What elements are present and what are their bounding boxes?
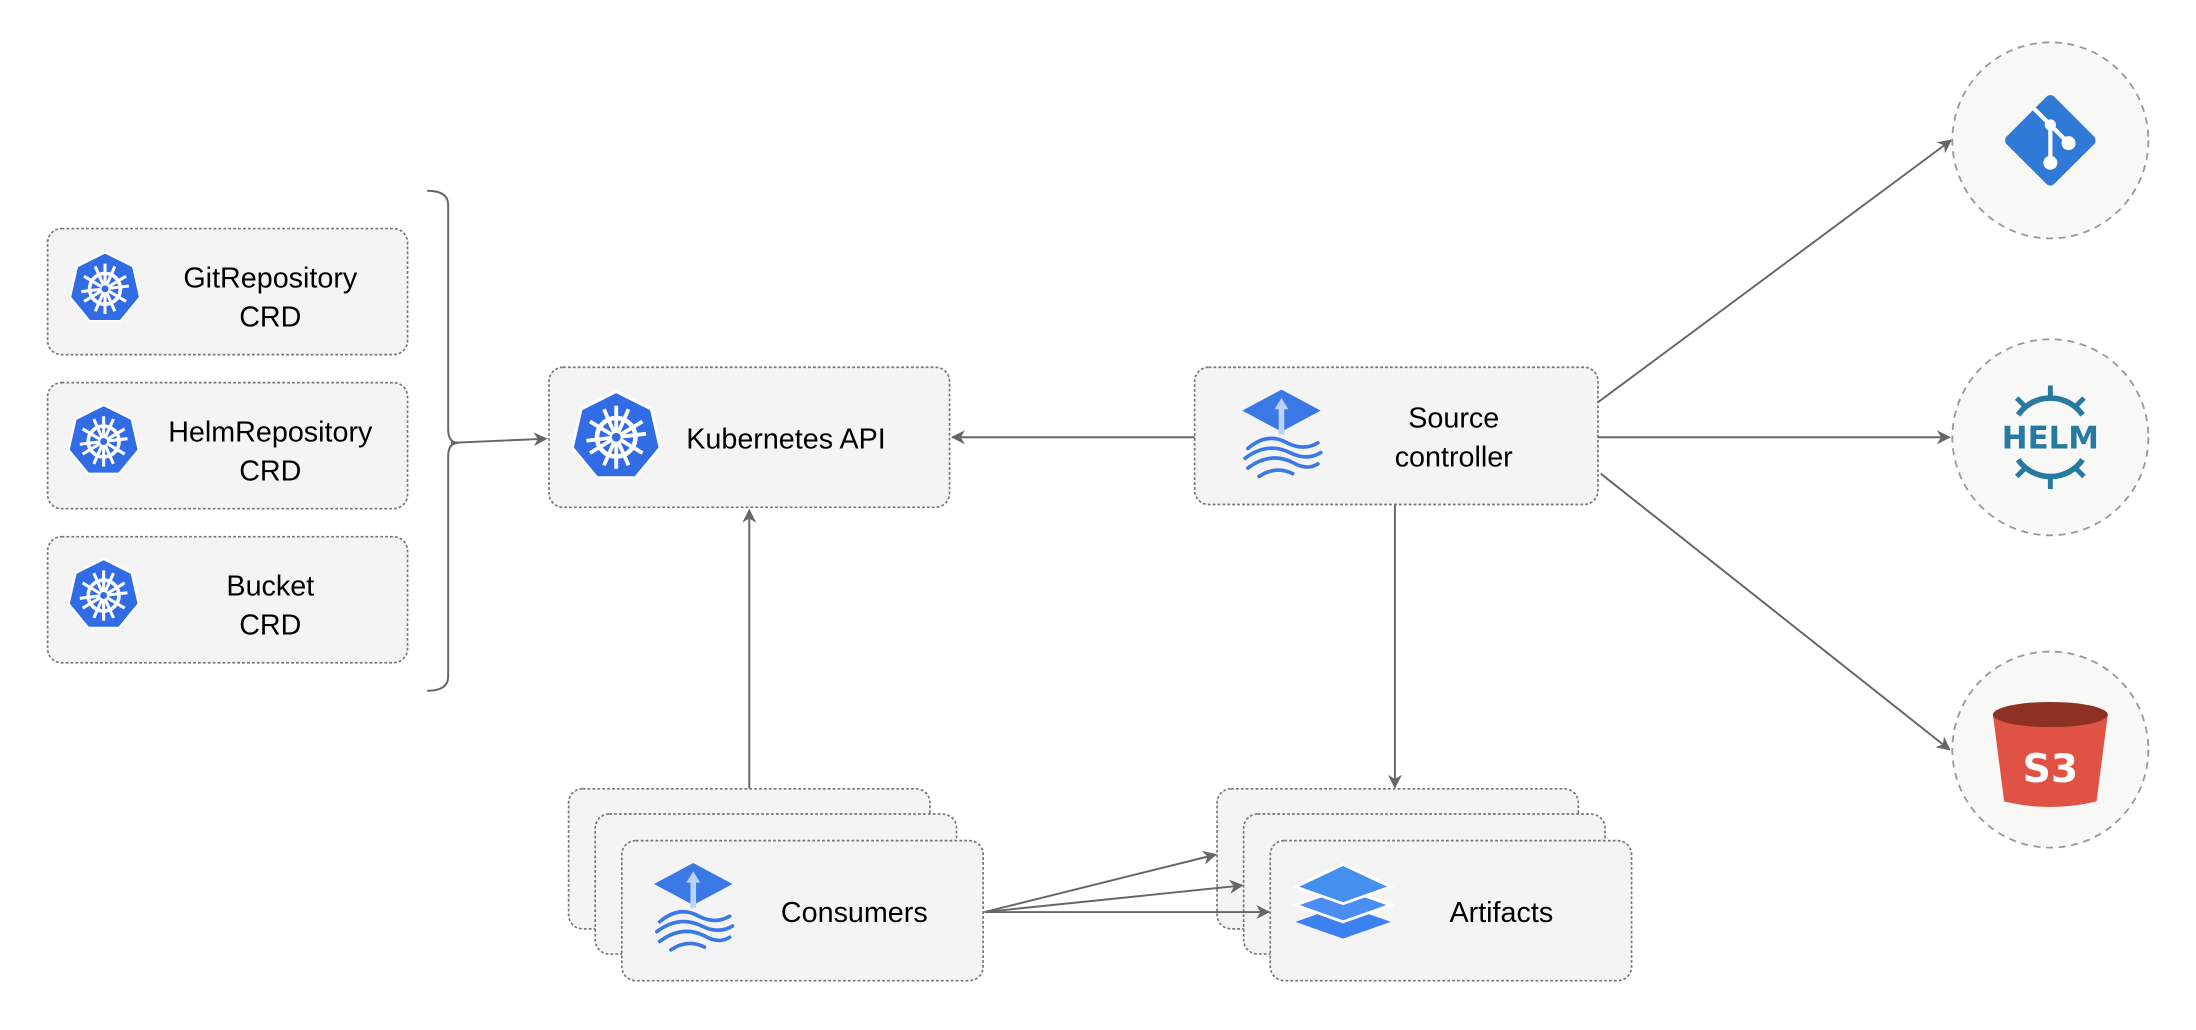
source-controller-label: Source — [1408, 402, 1499, 434]
crd-sublabel: CRD — [239, 302, 301, 334]
controller-to-git-arrow — [1597, 139, 1953, 404]
crds-to-api-arrow — [450, 432, 548, 447]
crd-label: GitRepository — [183, 262, 358, 294]
crd-sublabel: CRD — [239, 456, 301, 488]
artifacts-label: Artifacts — [1450, 897, 1554, 929]
s3-bucket-icon: S3 — [1992, 701, 2108, 808]
svg-text:S3: S3 — [2023, 747, 2079, 792]
crd-sublabel: CRD — [239, 610, 301, 642]
s3-source-node[interactable]: S3 — [1951, 650, 2150, 849]
layers-icon — [1291, 862, 1395, 939]
git-icon — [2005, 95, 2096, 186]
helm-icon: HELM — [2002, 385, 2099, 490]
crd-bucket[interactable]: Bucket CRD — [46, 535, 409, 664]
consumers-label: Consumers — [781, 897, 928, 929]
artifacts-node[interactable]: Artifacts — [1216, 787, 1633, 982]
svg-text:HELM: HELM — [2002, 420, 2099, 456]
controller-to-s3-arrow — [1600, 472, 1951, 751]
consumers-node[interactable]: Consumers — [567, 787, 984, 982]
crd-helmrepository[interactable]: HelmRepository CRD — [46, 381, 409, 510]
consumers-to-artifact-arrow — [984, 850, 1218, 913]
kubernetes-api-node[interactable]: Kubernetes API — [548, 366, 951, 509]
helm-source-node[interactable]: HELM — [1951, 338, 2150, 537]
grouping-brace — [427, 189, 459, 692]
crd-gitrepository[interactable]: GitRepository CRD — [46, 227, 409, 356]
crd-label: HelmRepository — [168, 416, 373, 448]
source-controller-sublabel: controller — [1395, 442, 1513, 474]
source-controller-node[interactable]: Source controller — [1193, 366, 1599, 506]
git-source-node[interactable] — [1951, 41, 2150, 240]
consumers-to-artifact-arrow — [984, 879, 1244, 914]
crd-label: Bucket — [226, 571, 314, 603]
kubernetes-api-label: Kubernetes API — [686, 423, 885, 455]
